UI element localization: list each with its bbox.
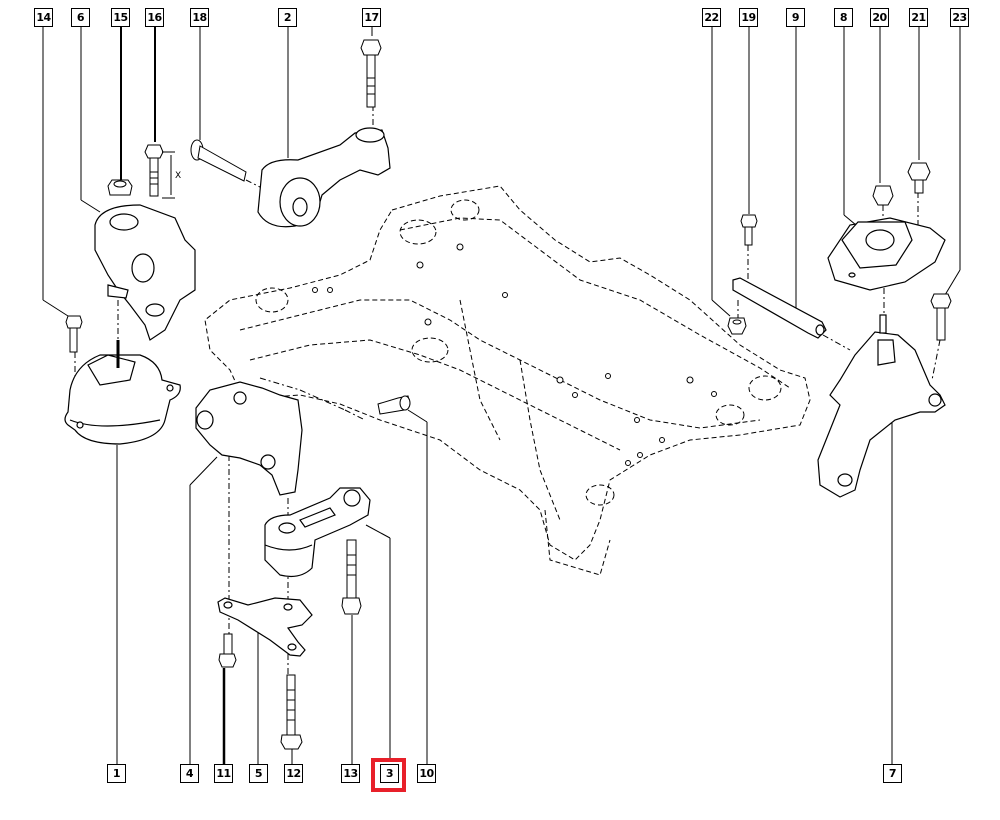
callout-4[interactable]: 4 <box>180 764 199 783</box>
callout-10[interactable]: 10 <box>417 764 436 783</box>
callout-16[interactable]: 16 <box>145 8 164 27</box>
part-5-plate <box>217 597 313 657</box>
part-4-bracket <box>195 381 303 496</box>
part-16-bolt <box>144 144 175 199</box>
part-22-nut <box>727 317 747 335</box>
part-20-nut <box>872 185 894 206</box>
part-17-bolt <box>360 39 382 108</box>
part-15-nut <box>107 179 133 196</box>
callout-3-highlighted[interactable]: 3 <box>380 764 399 783</box>
part-6-engine-bracket <box>94 204 196 341</box>
callout-7[interactable]: 7 <box>883 764 902 783</box>
callout-5[interactable]: 5 <box>249 764 268 783</box>
part-12-bolt <box>280 674 303 750</box>
part-3-lower-torque-rod <box>264 487 371 578</box>
callout-2[interactable]: 2 <box>278 8 297 27</box>
part-10-bolt <box>377 395 411 415</box>
part-14-bolt <box>65 315 83 353</box>
part-11-bolt <box>218 633 237 668</box>
callout-21[interactable]: 21 <box>909 8 928 27</box>
callout-1[interactable]: 1 <box>107 764 126 783</box>
callout-11[interactable]: 11 <box>214 764 233 783</box>
part-8-gearbox-mount <box>827 217 946 291</box>
callout-23[interactable]: 23 <box>950 8 969 27</box>
part-13-bolt <box>341 539 362 615</box>
callout-19[interactable]: 19 <box>739 8 758 27</box>
callout-9[interactable]: 9 <box>786 8 805 27</box>
part-23-bolt <box>930 293 952 341</box>
part-18-bolt <box>190 139 247 182</box>
callout-17[interactable]: 17 <box>362 8 381 27</box>
subframe <box>204 185 811 576</box>
callout-6[interactable]: 6 <box>71 8 90 27</box>
part-9-rod <box>732 277 827 339</box>
part-1-engine-mount <box>64 340 181 445</box>
part-2-torque-rod <box>257 127 391 228</box>
callout-14[interactable]: 14 <box>34 8 53 27</box>
callout-12[interactable]: 12 <box>284 764 303 783</box>
callout-20[interactable]: 20 <box>870 8 889 27</box>
part-7-bracket <box>817 314 946 498</box>
part-19-bolt <box>740 214 758 246</box>
callout-22[interactable]: 22 <box>702 8 721 27</box>
callout-8[interactable]: 8 <box>834 8 853 27</box>
callout-13[interactable]: 13 <box>341 764 360 783</box>
part-21-bolt <box>907 162 931 194</box>
dimension-x: X <box>175 171 181 181</box>
highlight-frame <box>371 758 406 792</box>
callout-18[interactable]: 18 <box>190 8 209 27</box>
callout-15[interactable]: 15 <box>111 8 130 27</box>
